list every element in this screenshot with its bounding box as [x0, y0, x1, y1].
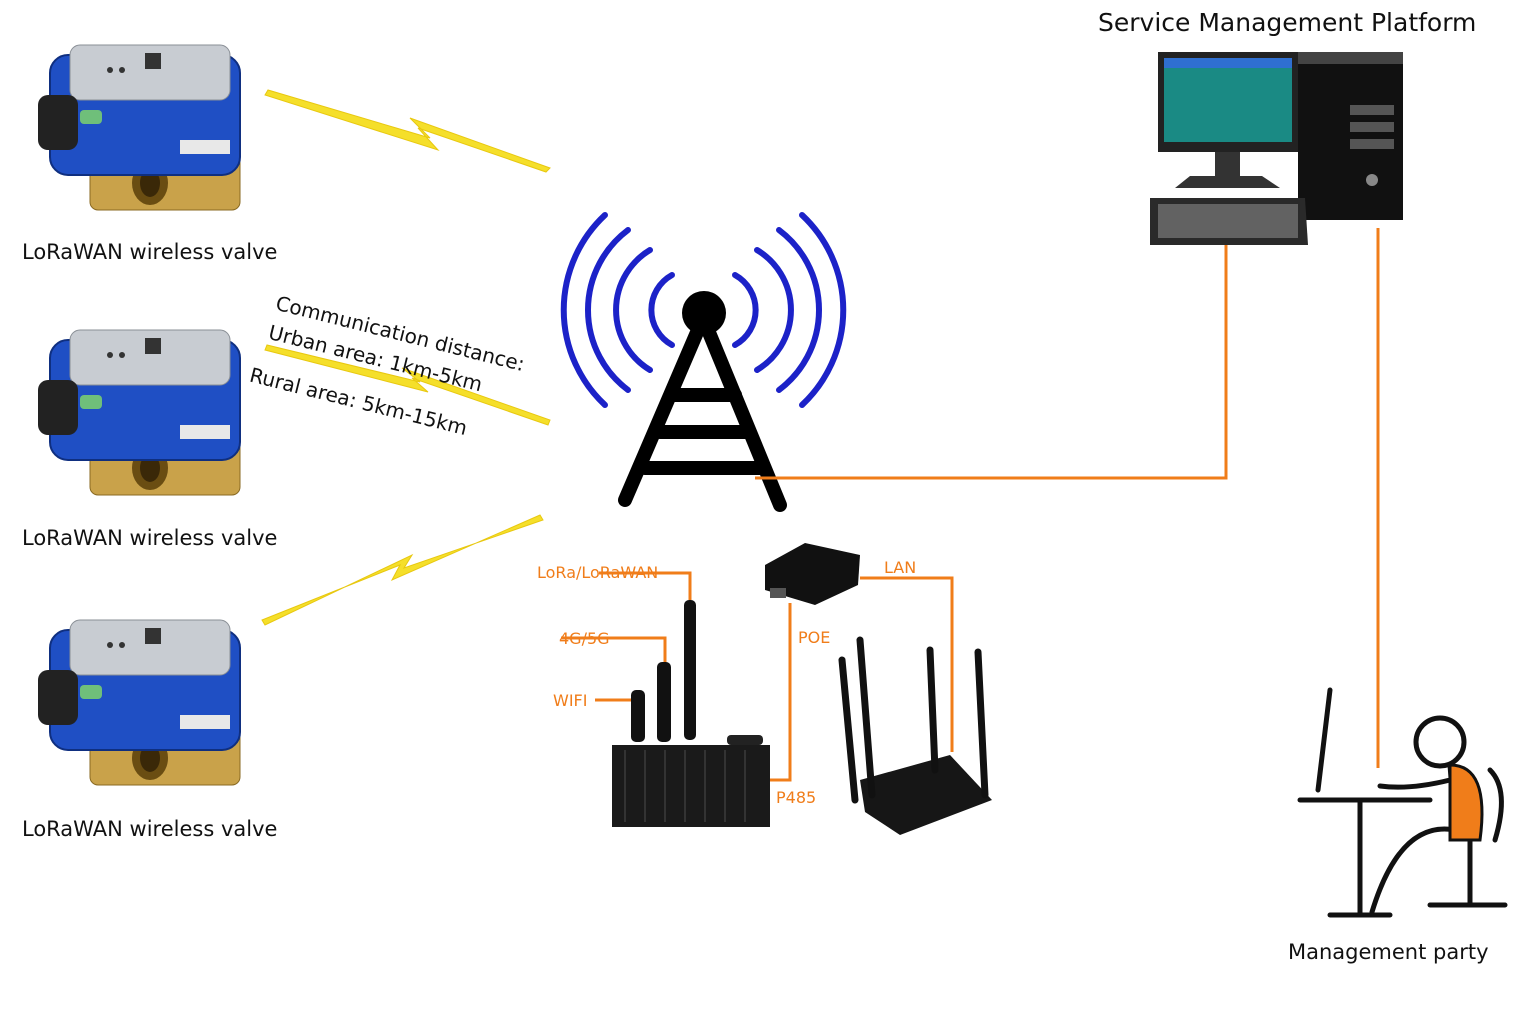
tower-icon	[618, 323, 787, 512]
person-icon	[1297, 687, 1508, 918]
orange-links	[561, 228, 1380, 782]
tower-waves	[560, 212, 847, 408]
wifi-label: WIFI	[553, 691, 588, 710]
valve-label-2: LoRaWAN wireless valve	[22, 526, 278, 550]
lan-label: LAN	[884, 558, 917, 577]
computer-icon	[1150, 52, 1403, 245]
lora-label: LoRa/LoRaWAN	[537, 563, 659, 582]
poe-injector-icon	[765, 543, 860, 605]
signal-bolts	[261, 89, 551, 626]
cellular-label: 4G/5G	[559, 629, 610, 648]
management-label: Management party	[1288, 940, 1489, 964]
platform-title: Service Management Platform	[1098, 8, 1477, 37]
person-shirt	[1448, 763, 1484, 842]
valve-image-2	[37, 329, 241, 496]
router-icon	[838, 636, 992, 835]
valve-label-3: LoRaWAN wireless valve	[22, 817, 278, 841]
gateway-icon	[612, 600, 770, 827]
poe-label: POE	[798, 628, 831, 647]
valve-image-1	[37, 44, 241, 211]
valve-image-3	[37, 619, 241, 786]
p485-label: P485	[776, 788, 817, 807]
valve-label-1: LoRaWAN wireless valve	[22, 240, 278, 264]
